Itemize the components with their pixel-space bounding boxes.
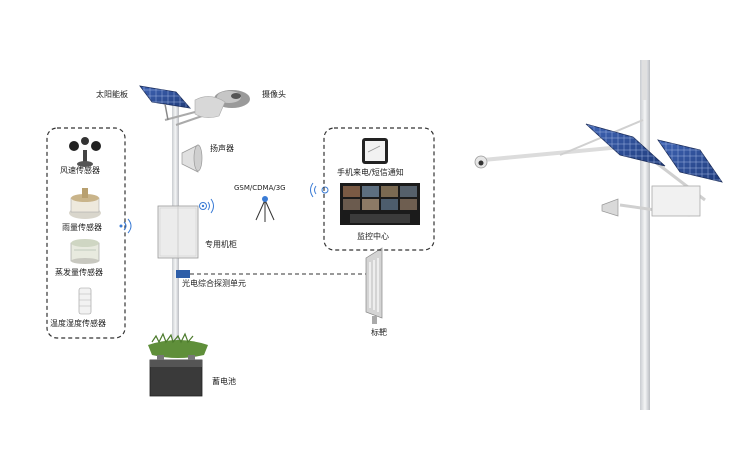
solar-panel-icon	[139, 85, 192, 121]
rain-sensor-icon	[69, 188, 101, 219]
antenna-icon	[255, 196, 275, 222]
camera-label: 摄像头	[262, 90, 286, 99]
speaker-icon	[181, 144, 203, 173]
battery-label: 蓄电池	[212, 377, 236, 386]
phone-icon	[362, 138, 388, 164]
evaporation-sensor-icon	[70, 239, 100, 264]
cabinet-icon	[157, 205, 199, 259]
photoelectric-unit-icon	[176, 270, 190, 278]
target-label: 标靶	[371, 328, 387, 337]
monitor-icon	[340, 183, 420, 225]
target-icon	[365, 247, 383, 324]
temperature-humidity-sensor-label: 温度湿度传感器	[50, 319, 106, 328]
temperature-humidity-sensor-icon	[78, 287, 92, 315]
sensor-group-box	[46, 127, 126, 339]
rain-sensor-label: 雨量传感器	[62, 223, 102, 232]
cabinet-icon	[651, 185, 701, 217]
solar-panel-label: 太阳能板	[96, 90, 128, 99]
wifi-icon	[119, 218, 132, 234]
monitor-center-label: 监控中心	[357, 232, 389, 241]
monitor-center-box	[323, 127, 435, 251]
speaker-label: 扬声器	[210, 144, 234, 153]
link-to-target	[190, 262, 373, 275]
evaporation-sensor-label: 蒸发量传感器	[55, 268, 103, 277]
grass-base	[148, 332, 208, 358]
street-pole-right	[482, 60, 706, 410]
speaker-icon	[601, 198, 619, 217]
network-label: GSM/CDMA/3G	[234, 184, 286, 192]
sms-notice-label: 手机来电/短信通知	[337, 168, 404, 177]
battery-icon	[149, 355, 203, 397]
cabinet-label: 专用机柜	[205, 240, 237, 249]
camera-icon	[474, 155, 488, 169]
wifi-icon	[199, 198, 214, 214]
wifi-icon	[310, 182, 329, 198]
wind-sensor-icon	[69, 137, 101, 167]
photoelectric-unit-label: 光电综合探测单元	[182, 279, 246, 288]
wind-sensor-label: 风速传感器	[60, 166, 100, 175]
camera-icon	[194, 90, 250, 118]
solar-panel-icon	[585, 123, 723, 183]
